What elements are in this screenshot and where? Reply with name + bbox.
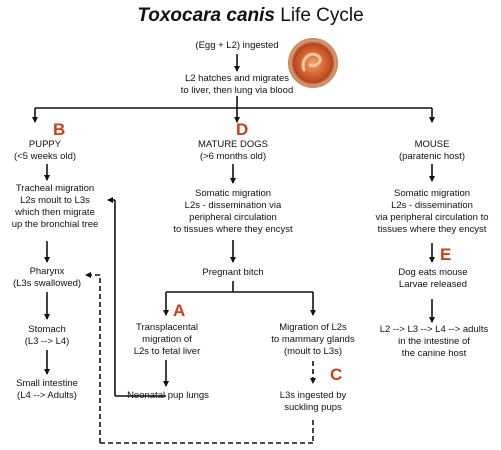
node-text: L2s - dissemination — [391, 200, 473, 211]
node-text: in the intestine of — [398, 336, 470, 347]
node-transplacental: Transplacental migration of L2s to fetal… — [122, 322, 212, 358]
node-adults-in-intestine: L2 --> L3 --> L4 --> adults in the intes… — [372, 324, 496, 360]
node-text: (Egg + L2) ingested — [195, 40, 279, 51]
node-text: to mammary glands — [271, 334, 355, 345]
node-text: up the bronchial tree — [11, 219, 99, 230]
node-text: Stomach — [28, 324, 66, 335]
node-text: L2s moult to L3s — [20, 195, 90, 206]
node-text: Migration of L2s — [279, 322, 347, 333]
node-text: MATURE DOGS — [197, 139, 269, 150]
node-text: (L3s swallowed) — [12, 278, 82, 289]
node-small-intestine: Small intestine (L4 --> Adults) — [2, 378, 92, 402]
diagram-title: Toxocara canis Life Cycle — [0, 5, 501, 27]
node-text: suckling pups — [284, 402, 342, 413]
node-text: Transplacental — [136, 322, 198, 333]
node-text: Pharynx — [29, 266, 65, 277]
node-text: (>6 months old) — [199, 151, 267, 162]
node-text: L2s - dissemination via — [184, 200, 282, 211]
node-text: (L3 --> L4) — [24, 336, 70, 347]
node-text: Tracheal migration — [15, 183, 95, 194]
node-dog-eats-mouse: Dog eats mouse Larvae released — [388, 267, 478, 291]
node-text: peripheral circulation — [189, 212, 277, 223]
node-text: (<5 weeks old) — [13, 151, 77, 162]
node-text: (moult to L3s) — [283, 346, 343, 357]
node-text: L3s ingested by — [279, 390, 347, 401]
node-text: via peripheral circulation to — [375, 212, 489, 223]
node-somatic-migration-mouse: Somatic migration L2s - dissemination vi… — [366, 188, 498, 236]
label-e: E — [440, 245, 452, 264]
title-species: Toxocara canis — [137, 5, 275, 26]
node-pharynx: Pharynx (L3s swallowed) — [6, 266, 88, 290]
node-text: to tissues where they encyst — [173, 224, 293, 235]
node-mammary-migration: Migration of L2s to mammary glands (moul… — [262, 322, 364, 358]
node-text: L2s to fetal liver — [133, 346, 201, 357]
node-puppy: PUPPY (<5 weeks old) — [5, 139, 85, 163]
egg-icon — [288, 38, 338, 88]
node-text: L2 --> L3 --> L4 --> adults — [379, 324, 489, 335]
node-stomach: Stomach (L3 --> L4) — [6, 324, 88, 348]
node-egg-ingested: (Egg + L2) ingested — [172, 40, 302, 52]
node-pregnant-bitch: Pregnant bitch — [188, 267, 278, 279]
node-text: (paratenic host) — [398, 151, 465, 162]
node-text: tissues where they encyst — [377, 224, 487, 235]
node-text: to liver, then lung via blood — [180, 85, 294, 96]
node-text: Somatic migration — [194, 188, 272, 199]
node-l2-hatches: L2 hatches and migrates to liver, then l… — [160, 73, 314, 97]
node-text: L2 hatches and migrates — [184, 73, 290, 84]
node-text: migration of — [142, 334, 192, 345]
node-text: (L4 --> Adults) — [17, 390, 77, 401]
label-b: B — [53, 120, 66, 139]
node-text: the canine host — [401, 348, 467, 359]
label-a: A — [173, 301, 186, 320]
node-text: Somatic migration — [393, 188, 471, 199]
node-text: Small intestine — [16, 378, 78, 389]
node-mouse: MOUSE (paratenic host) — [384, 139, 480, 163]
node-text: Larvae released — [398, 279, 468, 290]
node-somatic-migration-dog: Somatic migration L2s - dissemination vi… — [163, 188, 303, 236]
node-text: PUPPY — [28, 139, 62, 150]
title-suffix: Life Cycle — [274, 5, 364, 26]
node-text: Neonatal pup lungs — [127, 390, 209, 401]
node-tracheal-migration: Tracheal migration L2s moult to L3s whic… — [1, 183, 109, 231]
node-suckling-pups: L3s ingested by suckling pups — [266, 390, 360, 414]
node-text: which then migrate — [15, 207, 95, 218]
label-d: D — [236, 120, 249, 139]
node-text: Dog eats mouse — [398, 267, 468, 278]
node-text: Pregnant bitch — [202, 267, 264, 278]
node-mature-dogs: MATURE DOGS (>6 months old) — [188, 139, 278, 163]
node-neonatal-pup-lungs: Neonatal pup lungs — [120, 390, 216, 402]
node-text: MOUSE — [414, 139, 450, 150]
label-c: C — [330, 365, 343, 384]
